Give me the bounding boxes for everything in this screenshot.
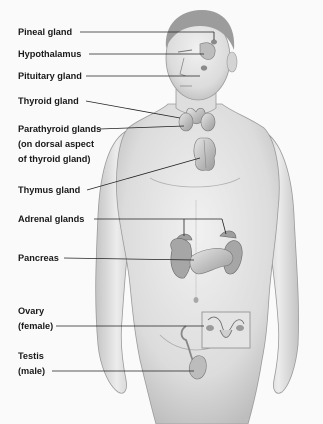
pituitary-dot — [201, 65, 207, 70]
ear — [227, 52, 237, 72]
label-ovary: Ovary — [18, 306, 45, 316]
navel — [194, 297, 199, 303]
labels: Pineal gland Hypothalamus Pituitary glan… — [18, 27, 101, 376]
label-testis-male: (male) — [18, 366, 45, 376]
ovary-inset — [202, 312, 250, 348]
label-thymus-gland: Thymus gland — [18, 185, 80, 195]
label-thyroid-gland: Thyroid gland — [18, 96, 79, 106]
label-parathyroid-line2: (on dorsal aspect — [18, 139, 94, 149]
hypothalamus-shape — [200, 43, 215, 60]
label-ovary-female: (female) — [18, 321, 53, 331]
label-hypothalamus: Hypothalamus — [18, 49, 81, 59]
label-adrenal-glands: Adrenal glands — [18, 214, 84, 224]
label-parathyroid-line3: of thyroid gland) — [18, 154, 90, 164]
label-pituitary-gland: Pituitary gland — [18, 71, 82, 81]
label-parathyroid-glands: Parathyroid glands — [18, 124, 101, 134]
label-testis: Testis — [18, 351, 44, 361]
label-pancreas: Pancreas — [18, 253, 59, 263]
label-pineal-gland: Pineal gland — [18, 27, 72, 37]
thymus-shape — [194, 138, 216, 170]
pineal-dot — [211, 40, 217, 45]
